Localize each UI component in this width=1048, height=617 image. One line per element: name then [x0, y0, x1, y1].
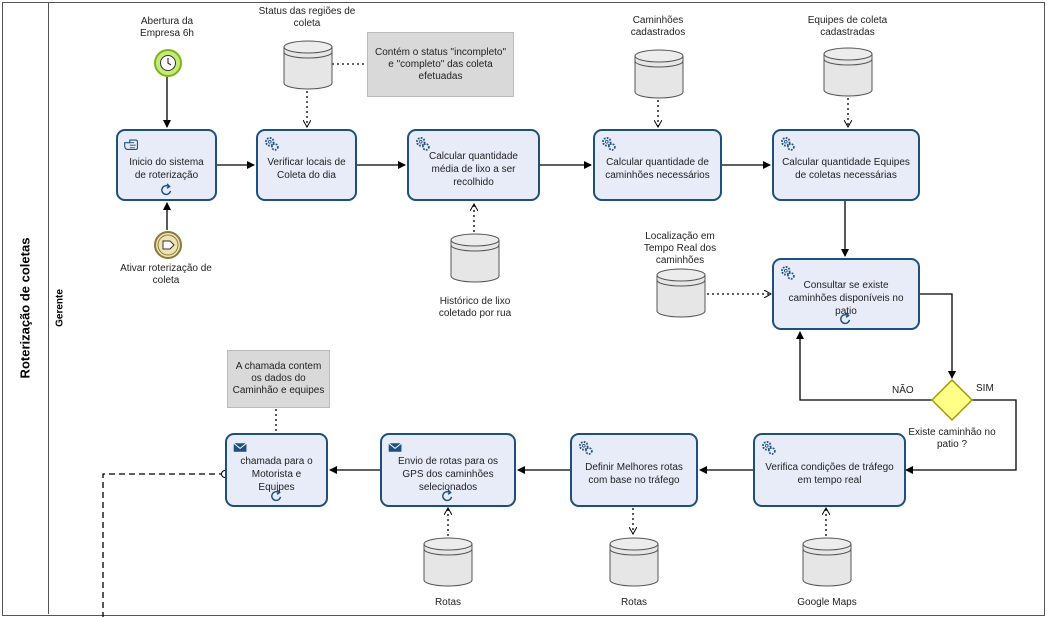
database-icon-historico: [450, 233, 500, 283]
task-inicio[interactable]: Inicio do sistema de roterização: [116, 129, 217, 201]
gears-icon: [416, 137, 430, 151]
store-historico-label: Histórico de lixo coletado por rua: [438, 296, 512, 319]
database-icon-localizacao: [656, 268, 706, 318]
task-chamada[interactable]: chamada para o Motorista e Equipes: [225, 433, 328, 507]
task-calc-caminhoes[interactable]: Calcular quantidade de caminhões necessá…: [593, 129, 722, 201]
start-signal-event[interactable]: [153, 230, 183, 260]
database-icon-rotas-1: [423, 537, 473, 587]
loop-icon: [160, 183, 171, 196]
task-consultar-label: Consultar se existe caminhões disponívei…: [788, 279, 904, 317]
loop-icon: [270, 489, 281, 502]
task-envio-rotas[interactable]: Envio de rotas para os GPS dos caminhões…: [380, 433, 516, 507]
gears-icon: [781, 266, 795, 280]
task-calc-equipes[interactable]: Calcular quantidade Equipes de coletas n…: [772, 129, 920, 201]
loop-icon: [442, 489, 453, 502]
flow-consultar-to-gateway: [920, 293, 956, 379]
database-icon-rotas-2: [609, 537, 659, 587]
start-timer-event[interactable]: [153, 48, 183, 78]
envelope-icon: [388, 442, 402, 452]
task-calc-caminhoes-label: Calcular quantidade de caminhões necessá…: [605, 157, 710, 181]
exclusive-gateway[interactable]: [930, 378, 974, 422]
store-caminhoes-label: Caminhões cadastrados: [630, 15, 686, 38]
task-verificar[interactable]: Verificar locais de Coleta do dia: [256, 129, 357, 201]
gateway-no-label: NÃO: [892, 385, 914, 396]
start-signal-label: Ativar roterização de coleta: [120, 263, 212, 286]
task-trafego[interactable]: Verifica condições de tráfego em tempo r…: [753, 433, 906, 507]
store-rotas-2-label: Rotas: [620, 597, 648, 608]
envelope-icon: [233, 442, 247, 452]
status-annotation: Contém o status "incompleto" e "completo…: [367, 32, 514, 97]
database-icon-google-maps: [802, 537, 852, 587]
task-inicio-label: Inicio do sistema de roterização: [129, 157, 204, 181]
store-equipes-label: Equipes de coleta cadastradas: [807, 15, 888, 38]
database-icon-status-regioes: [283, 40, 333, 90]
task-calc-media-label: Calcular quantidade média de lixo a ser …: [429, 150, 518, 188]
loop-icon: [840, 312, 851, 325]
database-icon-caminhoes: [634, 49, 684, 99]
gears-icon: [265, 137, 279, 151]
task-melhores-rotas-label: Definir Melhores rotas com base no tráfe…: [585, 462, 683, 486]
store-google-maps-label: Google Maps: [797, 597, 857, 608]
message-flow-out: [102, 470, 229, 617]
store-localizacao-label: Localização em Tempo Real dos caminhões: [643, 231, 717, 266]
database-icon-equipes: [823, 47, 873, 97]
flow-gateway-sim: [905, 399, 1017, 474]
task-consultar[interactable]: Consultar se existe caminhões disponívei…: [772, 258, 920, 330]
task-verificar-label: Verificar locais de Coleta do dia: [267, 157, 346, 181]
task-envio-rotas-label: Envio de rotas para os GPS dos caminhões…: [397, 455, 499, 493]
task-melhores-rotas[interactable]: Definir Melhores rotas com base no tráfe…: [570, 433, 698, 507]
task-calc-media[interactable]: Calcular quantidade média de lixo a ser …: [407, 129, 540, 201]
gears-icon: [762, 441, 776, 455]
store-rotas-1-label: Rotas: [434, 597, 462, 608]
task-chamada-label: chamada para o Motorista e Equipes: [240, 455, 313, 493]
store-status-regioes-label: Status das regiões de coleta: [258, 6, 356, 29]
gateway-yes-label: SIM: [976, 383, 994, 394]
manual-hand-icon: [124, 139, 139, 151]
gears-icon: [602, 137, 616, 151]
gateway-question: Existe caminhão no patio ?: [908, 427, 996, 450]
gears-icon: [781, 137, 795, 151]
flow-gateway-nao: [796, 331, 932, 401]
chamada-annotation: A chamada contem os dados do Caminhão e …: [227, 350, 330, 408]
task-calc-equipes-label: Calcular quantidade Equipes de coletas n…: [782, 157, 910, 181]
task-trafego-label: Verifica condições de tráfego em tempo r…: [765, 462, 894, 486]
gears-icon: [579, 441, 593, 455]
start-timer-label: Abertura da Empresa 6h: [140, 16, 194, 39]
pool-label: Roterização de coletas: [2, 2, 49, 614]
